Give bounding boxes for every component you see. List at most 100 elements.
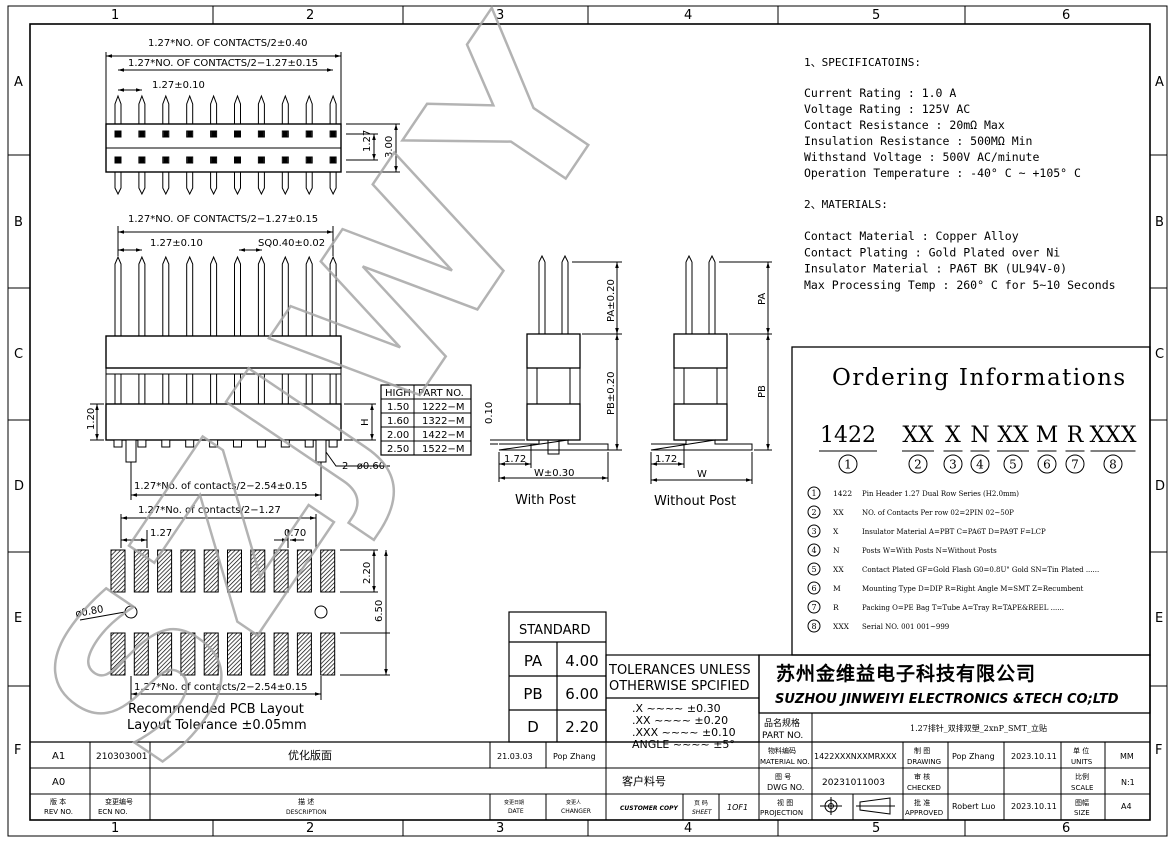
frame-col-label-bottom: 2 [306,821,314,836]
top-pin-core [330,157,336,163]
changer-header-en: CHANGER [561,808,591,815]
front-dim-bottom: 1.27*No. of contacts/2−2.54±0.15 [134,481,308,492]
part-name: 1.27排针_双排双塑_2xnP_SMT_立贴 [910,723,1047,733]
frame-row-label-left: A [14,75,23,90]
ordering-code: R [1067,423,1085,448]
frame-col-label-bottom: 3 [496,821,504,836]
company-name-cn: 苏州金维益电子科技有限公司 [776,662,1036,685]
ordering-number: 3 [949,458,957,472]
title-block [30,654,1151,820]
scale: N:1 [1121,778,1135,787]
pcb-hole-right [314,605,328,619]
ordering-row-circle [807,505,821,519]
materials-line: Insulator Material : PA6T BK (UL94V-0) [804,262,1067,276]
front-pin [210,255,218,336]
top-pin-tail [329,172,337,196]
materials-heading: 2、MATERIALS: [804,198,888,211]
size-label-cn: 图幅 [1075,798,1089,807]
np-dim-pb: PB [757,385,768,398]
side-view-without-post [650,254,772,484]
top-pin-core [258,131,264,137]
frame-row-label-right: E [1155,611,1163,626]
pcb-pad-top [320,549,336,593]
standard-key: PA [524,652,543,670]
ordering-row-circle [807,524,821,538]
ordering-row-desc: NO. of Contacts Per row 02=2PIN 02~50P [862,509,1014,517]
part-number: 1322−M [422,416,464,427]
top-pin-tail [305,172,313,196]
frame-col-label-top: 3 [496,8,504,23]
ordering-row-code: R [833,603,839,612]
spec-heading: 1、SPECIFICATOINS: [804,56,921,69]
front-dim-height: 1.20 [86,408,97,430]
ordering-code: 1422 [820,423,876,448]
projection-symbol [820,797,895,815]
top-pin-tail [210,172,218,196]
revision-no: A0 [52,777,65,788]
high-value: 2.00 [387,430,409,441]
approved-label-en: APPROVED [905,809,943,817]
tolerance-line2: OTHERWISE SPCIFIED [609,679,750,694]
date-header-cn: 变更日期 [504,799,524,806]
standard-value: 4.00 [565,652,598,670]
scale-label-en: SCALE [1071,784,1093,792]
size: A4 [1121,802,1132,811]
front-dim-post: 2−ø0.60 [342,461,385,472]
tolerance-rows: .X ~~~~ ±0.30.XX ~~~~ ±0.20.XXX ~~~~ ±0.… [632,702,736,751]
ordering-row-code: X [833,527,839,536]
tolerance-row: ANGLE ~~~~ ±5° [632,738,735,751]
wp-dim-pa: PA±0.20 [606,279,617,322]
np-dim-pa: PA [757,293,768,305]
front-pin-foot [304,439,314,448]
rev-header-cn: 版 本 [50,797,66,806]
desc-header-en: DESCRIPTION [286,809,327,816]
ordering-row-number: 7 [811,603,816,612]
high-table [380,384,472,456]
units: MM [1120,752,1134,761]
top-pin-core [235,131,240,137]
front-pin-foot [161,439,171,448]
standard-value: 6.00 [565,685,598,703]
pcb-dim-rows: 6.50 [374,600,385,622]
pcb-pad-bottom [227,632,242,676]
high-header: HIGH [385,388,411,399]
spec-line: Operation Temperature : -40° C ~ +105° C [804,166,1081,180]
ordering-row-desc: Packing O=PE Bag T=Tube A=Tray R=TAPE&RE… [862,604,1064,612]
ordering-row-code: XX [833,508,844,517]
wp-dim-172: 1.72 [504,454,526,465]
sheet: 1OF1 [727,803,748,812]
top-pin-core [139,157,145,163]
frame-col-label-bottom: 4 [684,821,692,836]
ordering-number-circle [970,454,990,474]
frame-row-label-left: C [14,347,23,362]
tolerance-row: .XX ~~~~ ±0.20 [632,714,728,727]
materials-line: Max Processing Temp : 260° C for 5~10 Se… [804,278,1116,292]
ecn-header-en: ECN NO. [98,808,127,816]
customer-label: 客户料号 [622,774,666,788]
ordering-number-circle [1065,454,1085,474]
top-pin [234,94,241,124]
top-dim-overall: 1.27*NO. OF CONTACTS/2±0.40 [148,38,308,49]
ordering-number-circle [908,454,928,474]
frame-col-label-top: 4 [684,8,692,23]
np-dim-w: W [697,469,707,480]
ordering-number: 7 [1071,458,1079,472]
top-pin-tail [234,172,241,196]
front-dim-pin: SQ0.40±0.02 [258,238,325,249]
pcb-dim-pitch: 1.27 [150,528,172,539]
high-value: 1.60 [387,416,409,427]
frame-row-label-right: F [1155,743,1162,758]
ordering-number-circle [838,454,858,474]
front-pin [281,255,289,336]
sheet-label-en: SHEET [692,809,713,816]
units-label-en: UNITS [1071,758,1093,766]
ordering-row-circle [807,543,821,557]
customer-copy: CUSTOMER COPY [620,805,678,812]
ordering-number: 4 [976,458,984,472]
frame-col-label-bottom: 6 [1062,821,1070,836]
ecn-header-cn: 变更编号 [105,797,133,806]
ordering-row-circle [807,581,821,595]
top-pin-tail [162,172,170,196]
